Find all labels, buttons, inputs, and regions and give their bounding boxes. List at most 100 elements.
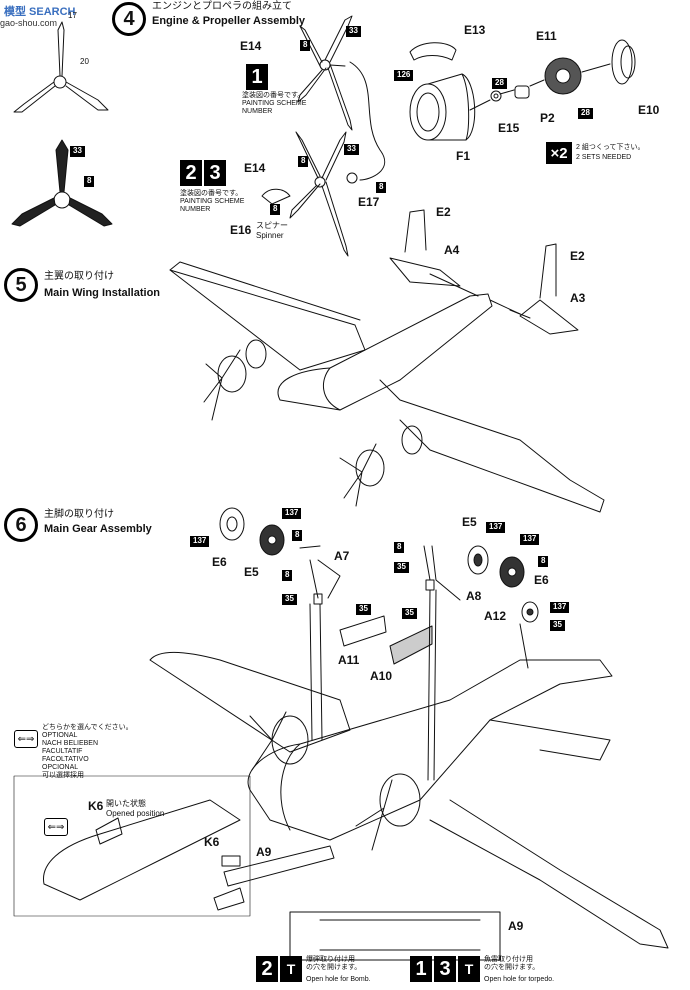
step-5-title-jp: 主翼の取り付け: [44, 271, 114, 282]
step-4-title-en: Engine & Propeller Assembly: [152, 15, 306, 27]
scheme-number-3: 3: [204, 160, 226, 186]
color-code-8-h: 8: [394, 542, 405, 553]
part-label-e2-b: E2: [570, 249, 585, 263]
step-6-title-en: Main Gear Assembly: [44, 523, 152, 535]
torpedo-drill-icon: T: [458, 956, 480, 982]
aircraft-gear-install: [149, 589, 669, 949]
spinner-en: Spinner: [256, 231, 284, 240]
opened-jp: 開いた状態: [106, 799, 146, 808]
scheme-1-text: 塗装図の番号です。 PAINTING SCHEME NUMBER: [242, 92, 307, 116]
spinner-jp: スピナー: [256, 221, 288, 230]
color-code-8-i: 8: [538, 556, 549, 567]
part-label-a12: A12: [484, 609, 507, 623]
color-code-137-a: 137: [190, 536, 210, 547]
bomb-bay-a9: [213, 845, 501, 961]
part-label-e11: E11: [536, 29, 557, 43]
propeller-e14-bottom: [289, 131, 358, 257]
color-code-137-b: 137: [282, 508, 302, 519]
optional-icon-inset: ⇐⇒: [44, 818, 68, 836]
step-5-number: 5: [4, 268, 38, 302]
torpedo-jp: 魚雷取り付け用 の穴を開けます。: [484, 956, 540, 972]
color-code-35-d: 35: [402, 608, 417, 619]
color-code-20: 20: [80, 57, 89, 66]
torpedo-scheme-3: 3: [434, 956, 456, 982]
part-label-e17: E17: [358, 195, 380, 209]
part-label-a9-a: A9: [256, 845, 272, 859]
part-label-k6-b: K6: [204, 835, 220, 849]
part-label-e13: E13: [464, 23, 486, 37]
sets-jp: 2 組つくって下さい。: [576, 144, 645, 151]
torpedo-scheme-1: 1: [410, 956, 432, 982]
color-code-8-a: 8: [84, 176, 95, 187]
watermark-site: 模型 SEARCH: [4, 6, 76, 18]
aircraft-wing-install: [169, 261, 605, 513]
engine-assembly: [409, 39, 636, 141]
color-code-28-b: 28: [578, 108, 593, 119]
part-label-a10: A10: [370, 669, 393, 683]
scheme-number-1: 1: [246, 64, 268, 90]
gear-parts-left: [219, 507, 341, 605]
torpedo-en: Open hole for torpedo.: [484, 976, 555, 983]
color-code-137-d: 137: [520, 534, 540, 545]
color-code-126: 126: [394, 70, 414, 81]
color-code-8-c: 8: [298, 156, 309, 167]
part-label-k6-a: K6: [88, 799, 104, 813]
spinner-e16: [261, 188, 291, 205]
part-label-a8: A8: [466, 589, 482, 603]
step-4-number: 4: [112, 2, 146, 36]
part-label-e6-a: E6: [212, 555, 227, 569]
scheme-number-2: 2: [180, 160, 202, 186]
opened-en: Opened position: [106, 809, 165, 818]
color-code-33-b: 33: [346, 26, 361, 37]
gear-door-a11: [339, 615, 387, 647]
part-label-e14-b: E14: [244, 161, 266, 175]
part-label-e10: E10: [638, 103, 660, 117]
part-label-a3: A3: [570, 291, 586, 305]
part-label-a9-b: A9: [508, 919, 524, 933]
part-label-a4: A4: [444, 243, 460, 257]
optional-icon: ⇐⇒: [14, 730, 38, 748]
part-label-e16: E16: [230, 223, 252, 237]
part-label-p2: P2: [540, 111, 555, 125]
gear-parts-right: [423, 545, 539, 623]
sets-en: 2 SETS NEEDED: [576, 154, 632, 161]
color-code-35-e: 35: [550, 620, 565, 631]
color-code-35-c: 35: [356, 604, 371, 615]
part-label-a7: A7: [334, 549, 350, 563]
step-5-title-en: Main Wing Installation: [44, 287, 161, 299]
color-code-8-e: 8: [270, 204, 281, 215]
part-label-a11: A11: [338, 653, 360, 667]
bomb-jp: 爆弾取り付け用 の穴を開けます。: [306, 956, 362, 972]
times-two-box: ×2: [546, 142, 572, 164]
propeller-reference-dark: [11, 139, 113, 227]
part-label-e5-b: E5: [462, 515, 477, 529]
color-code-33-a: 33: [70, 146, 85, 157]
scheme-23-text: 塗装図の番号です。 PAINTING SCHEME NUMBER: [180, 190, 245, 214]
color-code-137-e: 137: [550, 602, 570, 613]
optional-text: どちらかを選んでください。 OPTIONAL NACH BELIEBEN FAC…: [42, 724, 133, 780]
color-code-35-a: 35: [282, 594, 297, 605]
color-code-8-b: 8: [300, 40, 311, 51]
bomb-drill-icon: T: [280, 956, 302, 982]
gear-door-a10: [389, 625, 433, 665]
color-code-137-c: 137: [486, 522, 506, 533]
color-code-8-g: 8: [282, 570, 293, 581]
bomb-scheme-2: 2: [256, 956, 278, 982]
color-code-28-a: 28: [492, 78, 507, 89]
part-label-e6-b: E6: [534, 573, 549, 587]
part-label-e2-a: E2: [436, 205, 451, 219]
inset-detail: [13, 775, 251, 917]
step-6-number: 6: [4, 508, 38, 542]
watermark-url: gao-shou.com: [0, 18, 58, 28]
color-code-35-b: 35: [394, 562, 409, 573]
propeller-reference-top: [13, 21, 109, 113]
tail-parts: [389, 209, 579, 335]
part-label-f1: F1: [456, 149, 471, 163]
part-label-e15: E15: [498, 121, 520, 135]
color-code-17: 17: [68, 11, 77, 20]
step-6-title-jp: 主脚の取り付け: [44, 509, 114, 520]
propeller-e14-top: [297, 15, 386, 181]
step-4-title-jp: エンジンとプロペラの組み立て: [152, 1, 292, 12]
color-code-33-c: 33: [344, 144, 359, 155]
